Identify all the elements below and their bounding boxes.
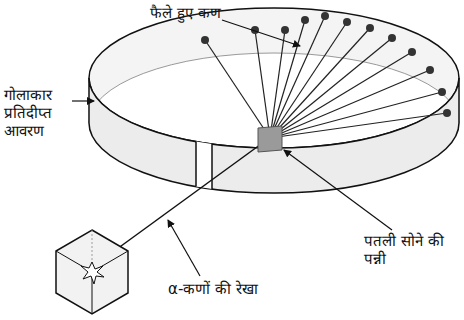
scattered-particle — [426, 66, 434, 74]
scatter-path — [270, 92, 442, 138]
scattered-particle — [321, 12, 329, 20]
scatter-path — [270, 70, 430, 138]
scatter-path — [255, 30, 270, 138]
scattered-particle — [443, 109, 451, 117]
fluorescent-screen — [89, 78, 459, 193]
scattered-paths — [201, 12, 451, 138]
scattered-particle — [388, 34, 396, 42]
alpha-source-box — [56, 230, 128, 314]
scatter-path — [270, 113, 447, 138]
scatter-path — [270, 28, 370, 138]
label-text: फैले हुए कण — [150, 4, 270, 22]
gold-foil — [258, 126, 282, 152]
slit-edge — [211, 144, 213, 189]
leader-line — [222, 20, 300, 46]
radioactive-flash — [81, 262, 104, 284]
scattered-particle — [343, 18, 351, 26]
leader-line — [284, 150, 392, 230]
scatter-path — [270, 52, 412, 138]
scattered-particle — [281, 26, 289, 34]
label-text: α-कणों की रेखा — [168, 280, 318, 298]
label-text: गोलाकार प्रतिदीप्त आवरण — [4, 86, 76, 140]
scatter-path — [205, 40, 270, 138]
scattered-particle — [438, 88, 446, 96]
label-text: पतली सोने की पन्नी — [364, 232, 460, 268]
scattered-particle — [408, 48, 416, 56]
scattered-particle — [201, 36, 209, 44]
scattered-particle — [366, 24, 374, 32]
scattered-particle — [301, 16, 309, 24]
scatter-path — [270, 16, 325, 138]
leader-line — [72, 100, 94, 101]
leader-line — [168, 220, 200, 276]
slit-edge — [195, 141, 197, 186]
